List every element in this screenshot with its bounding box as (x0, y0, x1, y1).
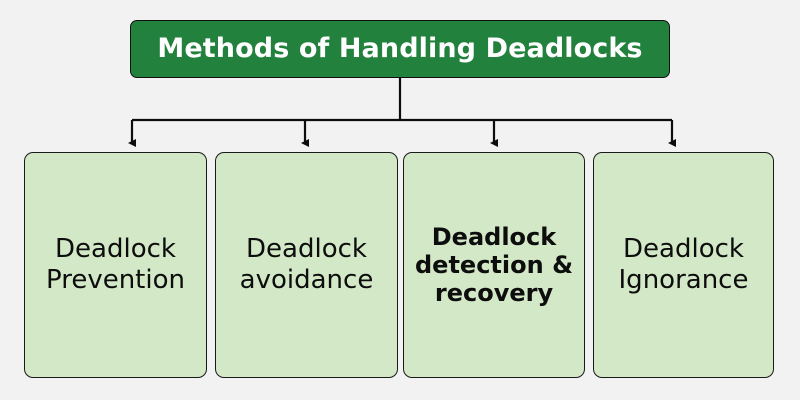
node-deadlock-avoidance[interactable]: Deadlock avoidance (215, 152, 398, 378)
node-label: Deadlock detection & recovery (415, 222, 573, 308)
node-deadlock-prevention[interactable]: Deadlock Prevention (24, 152, 207, 378)
node-label: Deadlock avoidance (239, 234, 374, 295)
root-node-label: Methods of Handling Deadlocks (157, 33, 643, 65)
node-deadlock-ignorance[interactable]: Deadlock Ignorance (593, 152, 774, 378)
node-label: Deadlock Ignorance (618, 234, 749, 295)
node-label: Deadlock Prevention (45, 234, 185, 295)
node-deadlock-detection-and-recovery[interactable]: Deadlock detection & recovery (403, 152, 585, 378)
root-node-methods-of-handling-deadlocks[interactable]: Methods of Handling Deadlocks (130, 20, 670, 78)
